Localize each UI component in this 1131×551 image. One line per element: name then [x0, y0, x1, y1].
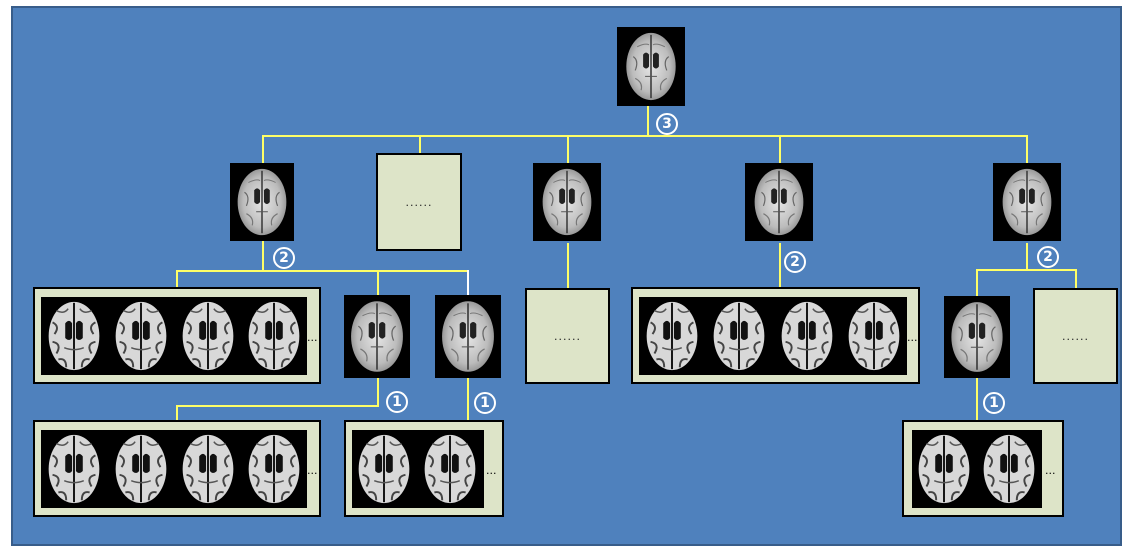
brain-scan [976, 430, 1042, 508]
connector [779, 243, 781, 289]
brain-scan [639, 297, 705, 375]
level-1-badge: 1 [474, 392, 496, 414]
more-ellipsis: ... [307, 464, 318, 477]
connector [1026, 243, 1028, 271]
brain-scan [107, 430, 175, 508]
brain-scan [41, 297, 107, 375]
brain-template-subgroup [435, 295, 501, 378]
brain-template-group-1 [230, 163, 294, 241]
subject-images-panel: ... [33, 287, 321, 384]
connector [176, 270, 469, 272]
subject-images-panel: ... [33, 420, 321, 517]
brain-scan [107, 297, 175, 375]
connector [647, 106, 649, 137]
connector [419, 135, 421, 153]
level-1-badge: 1 [386, 391, 408, 413]
brain-template-group-4 [745, 163, 813, 241]
connector [262, 236, 264, 272]
connector [176, 270, 178, 289]
placeholder-node: ...... [1033, 288, 1118, 384]
brain-template-root [617, 27, 685, 106]
level-2-badge: 2 [273, 247, 295, 269]
connector [467, 378, 469, 422]
level-2-badge: 2 [784, 251, 806, 273]
connector [567, 243, 569, 289]
brain-scan [175, 297, 241, 375]
brain-template-group-5 [993, 163, 1061, 241]
more-ellipsis: ... [1045, 464, 1056, 477]
connector [1026, 135, 1028, 169]
diagram-canvas: 3 2 ...... 2 2 ... ...... ... ...... 1 1… [11, 6, 1122, 546]
brain-scan [241, 430, 307, 508]
connector [262, 135, 264, 169]
connector [976, 378, 978, 422]
placeholder-node: ...... [525, 288, 610, 384]
level-1-badge: 1 [983, 392, 1005, 414]
connector [377, 270, 379, 295]
brain-scan [175, 430, 241, 508]
more-ellipsis: ... [907, 331, 918, 344]
connector [176, 405, 178, 422]
subject-images-panel: ... [631, 287, 920, 384]
brain-template-group-3 [533, 163, 601, 241]
level-3-badge: 3 [656, 113, 678, 135]
connector [1075, 269, 1077, 289]
connector [567, 135, 569, 169]
brain-scan [416, 430, 484, 508]
brain-template-subgroup [344, 295, 410, 378]
brain-template-subgroup [944, 296, 1010, 378]
brain-scan [352, 430, 416, 508]
more-ellipsis: ... [486, 464, 497, 477]
brain-scan [912, 430, 976, 508]
placeholder-node: ...... [376, 153, 462, 251]
brain-scan [41, 430, 107, 508]
brain-scan [705, 297, 773, 375]
connector [377, 378, 379, 407]
connector [976, 269, 978, 296]
brain-scan [773, 297, 841, 375]
connector [467, 270, 469, 295]
more-ellipsis: ... [307, 331, 318, 344]
level-2-badge: 2 [1037, 246, 1059, 268]
connector [176, 405, 379, 407]
subject-images-panel: ... [902, 420, 1064, 517]
connector [779, 135, 781, 169]
brain-scan [841, 297, 907, 375]
connector [262, 135, 1028, 137]
subject-images-panel: ... [344, 420, 504, 517]
brain-scan [241, 297, 307, 375]
connector [976, 269, 1077, 271]
